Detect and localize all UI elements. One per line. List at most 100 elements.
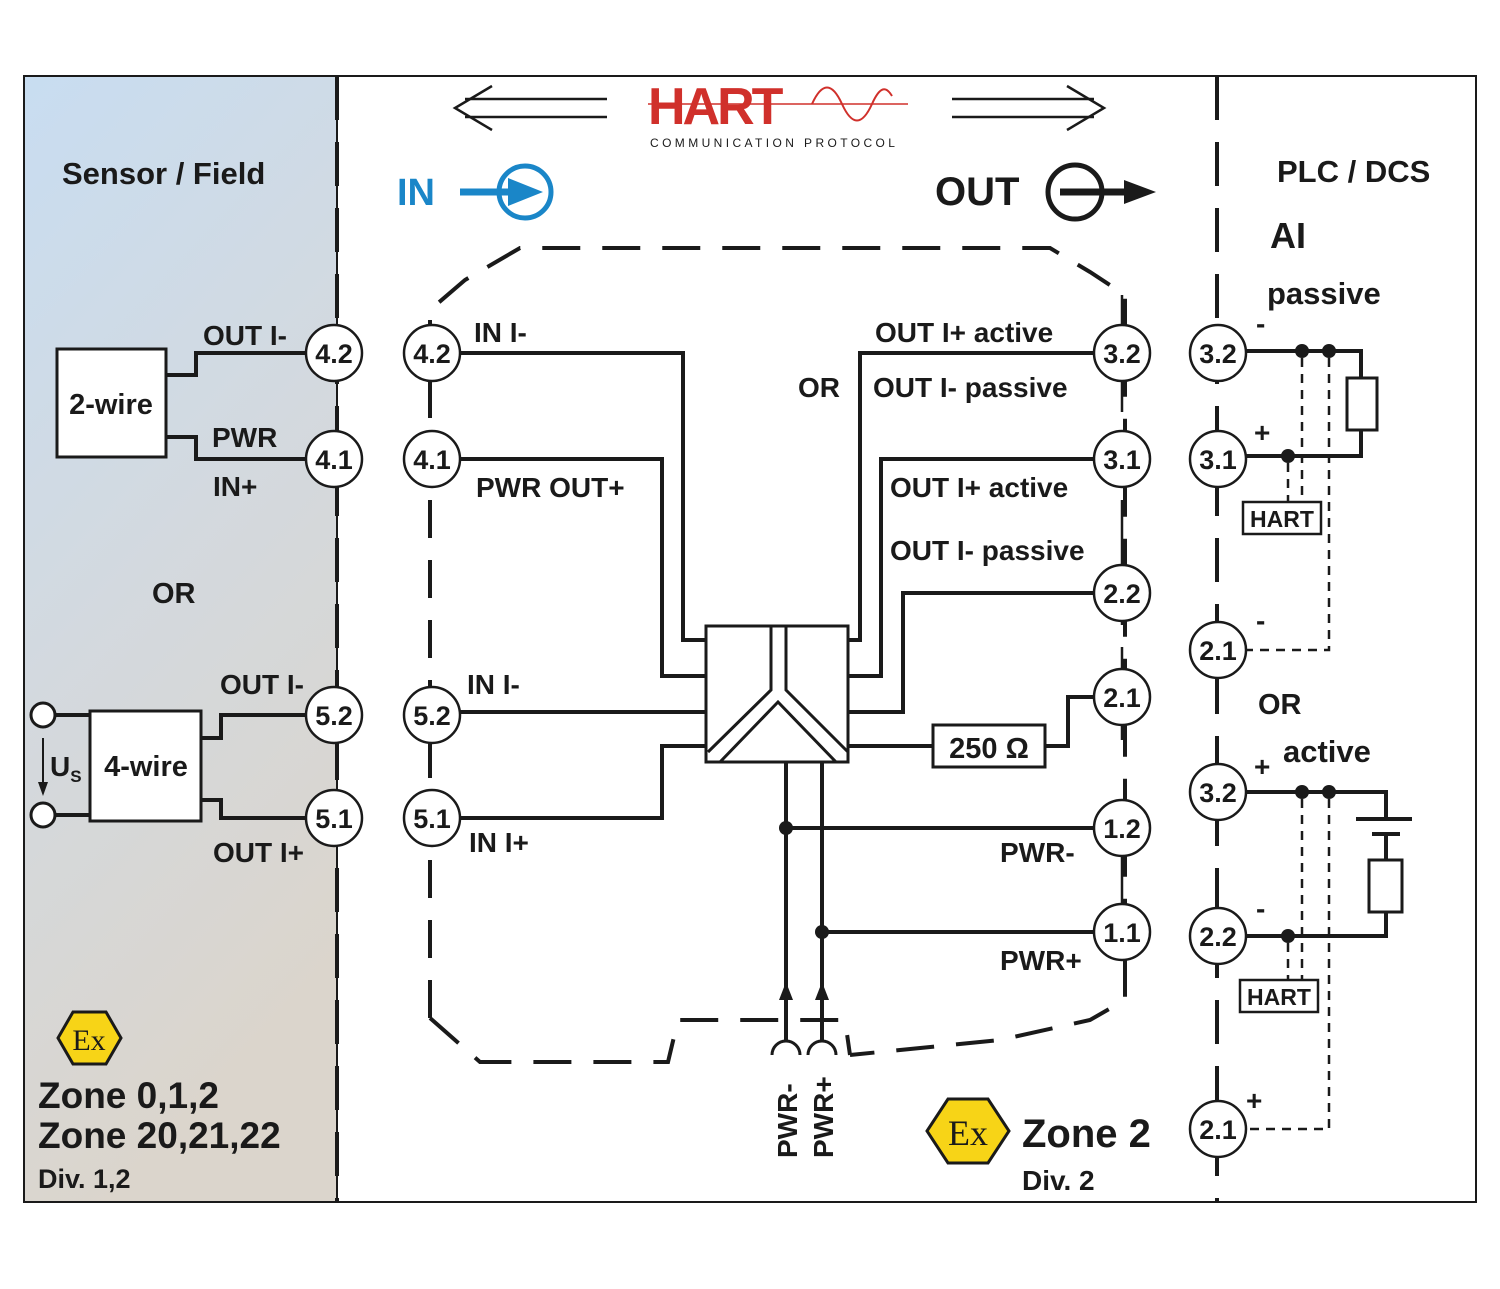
svg-text:2.2: 2.2 [1199,922,1237,952]
hart-subtitle: COMMUNICATION PROTOCOL [650,136,898,150]
wire-in-minus-top [460,351,706,642]
label-out-31-active: OUT I+ active [890,472,1068,503]
label-pwr-out-plus: PWR OUT+ [476,472,625,503]
output-terminal[interactable]: 3.2 [1092,323,1152,383]
output-terminal[interactable]: 1.2 [1092,798,1152,858]
svg-text:3.2: 3.2 [1199,778,1237,808]
ai-label: AI [1270,215,1306,256]
wire-4w-out-minus [201,713,305,740]
four-wire-out-plus-label: OUT I+ [213,837,304,868]
label-pwr-plus: PWR+ [1000,945,1082,976]
output-terminal[interactable]: 3.1 [1092,429,1152,489]
svg-text:5.1: 5.1 [413,804,451,834]
input-terminal[interactable]: 4.2 [402,323,462,383]
plc-terminal[interactable]: 2.1 [1188,1099,1248,1159]
wire-in-plus [460,744,706,820]
svg-text:3.2: 3.2 [1199,339,1237,369]
svg-text:2.1: 2.1 [1199,1115,1237,1145]
polarity-plus: + [1246,1085,1262,1116]
output-terminal[interactable]: 1.1 [1092,902,1152,962]
module-outline-bottom [428,1016,852,1064]
polarity-plus: + [1254,417,1270,448]
field-terminal[interactable]: 5.1 [304,788,364,848]
zone-label-2: Zone 20,21,22 [38,1115,281,1156]
wire-out-22 [848,591,1094,714]
wire-plc-active-top [1246,790,1388,818]
wire-plc-passive-top [1246,349,1363,378]
two-wire-device [55,347,168,459]
svg-text:2.1: 2.1 [1199,636,1237,666]
wire-2w-out [166,351,305,377]
label-or-middle: OR [798,372,840,403]
label-in-minus-top: IN I- [474,317,527,348]
plc-terminal[interactable]: 3.1 [1188,429,1248,489]
hart-wave-icon [811,86,893,122]
input-arrow-icon [460,163,554,221]
svg-text:1.2: 1.2 [1103,814,1141,844]
polarity-minus: - [1256,308,1265,339]
input-terminal[interactable]: 4.1 [402,429,462,489]
two-wire-in-label: IN+ [213,471,257,502]
arrow-left-icon [452,84,607,132]
svg-text:5.2: 5.2 [315,701,353,731]
label-out-32-passive: OUT I- passive [873,372,1068,403]
svg-text:4.1: 4.1 [413,445,451,475]
hart-box [1238,978,1320,1014]
bus-pwr-minus-label: PWR- [772,1083,803,1158]
load-resistor [1345,376,1379,432]
ex-hazard-icon: Ex [925,1097,1011,1165]
wire-pwr-out [460,457,706,678]
svg-text:2.2: 2.2 [1103,579,1141,609]
wire-out-31 [848,457,1094,678]
resistor-250-ohm [931,723,1047,769]
four-wire-label: 4-wire [104,751,188,783]
field-terminal[interactable]: 4.1 [304,429,364,489]
plc-or-label: OR [1258,689,1302,721]
hart-box-label: HART [1247,984,1311,1010]
wire-out-32 [848,351,1094,642]
label-out-32-active: OUT I+ active [875,317,1053,348]
hart-box [1241,500,1323,536]
passive-label: passive [1267,276,1381,311]
isolator-block [704,624,850,764]
zone-label-middle: Zone 2 [1022,1112,1151,1156]
plc-terminal[interactable]: 3.2 [1188,762,1248,822]
arrow-up-icon [779,982,793,1000]
division-label-middle: Div. 2 [1022,1165,1095,1196]
in-label: IN [397,172,435,214]
bus-pwr-plus-label: PWR+ [808,1076,839,1158]
input-terminal[interactable]: 5.1 [402,788,462,848]
svg-text:5.1: 5.1 [315,804,353,834]
hart-tap-active [1246,799,1331,1131]
svg-text:3.1: 3.1 [1103,445,1141,475]
polarity-plus: + [1254,751,1270,782]
label-in-minus-bottom: IN I- [467,669,520,700]
four-wire-device [88,709,203,823]
junction-dot [779,821,793,835]
input-terminal[interactable]: 5.2 [402,685,462,745]
label-pwr-minus: PWR- [1000,837,1075,868]
polarity-minus: - [1256,893,1265,924]
output-terminal[interactable]: 2.2 [1092,563,1152,623]
field-terminal[interactable]: 4.2 [304,323,364,383]
junction-dot [815,925,829,939]
svg-text:3.1: 3.1 [1199,445,1237,475]
supply-terminal-top [29,701,57,729]
supply-voltage-arrow-icon [38,738,48,796]
svg-text:Ex: Ex [72,1024,105,1057]
two-wire-pwr-label: PWR [212,422,277,453]
plc-terminal[interactable]: 2.1 [1188,620,1248,680]
svg-text:Ex: Ex [948,1113,988,1153]
hart-brand: HART [648,78,784,136]
plc-terminal[interactable]: 2.2 [1188,906,1248,966]
division-label-left: Div. 1,2 [38,1164,131,1194]
svg-text:1.1: 1.1 [1103,918,1141,948]
svg-text:4.2: 4.2 [413,339,451,369]
field-terminal[interactable]: 5.2 [304,685,364,745]
output-terminal[interactable]: 2.1 [1092,667,1152,727]
wire-4w-out-plus [201,798,305,820]
ex-hazard-icon: Ex [56,1010,123,1066]
connector-socket-icon [806,1039,838,1056]
plc-terminal[interactable]: 3.2 [1188,323,1248,383]
